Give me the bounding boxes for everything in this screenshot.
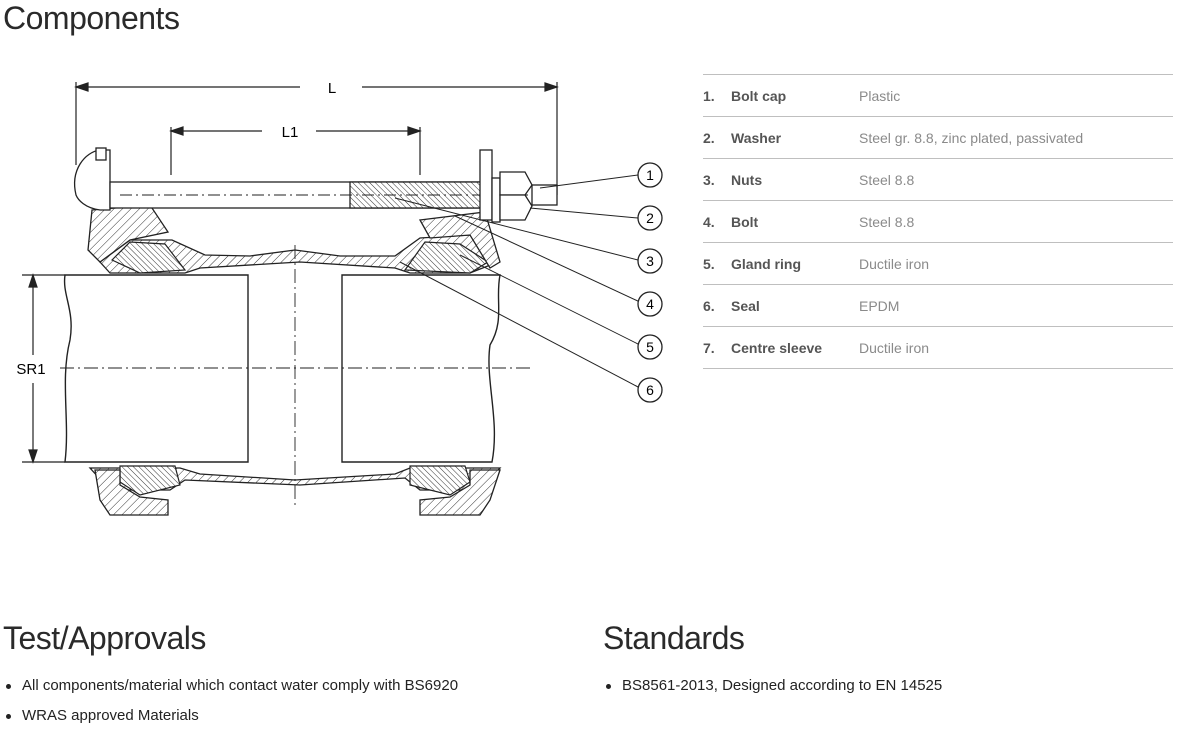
component-name: Bolt cap: [731, 87, 787, 104]
component-name: Seal: [731, 297, 760, 314]
seal-left-top: [110, 241, 187, 274]
svg-text:1: 1: [646, 167, 654, 183]
svg-text:3: 3: [646, 253, 654, 269]
callout-5: 5: [637, 334, 663, 360]
coupling-technical-drawing: L L1 SR1: [16, 80, 663, 516]
standards-list: BS8561-2013, Designed according to EN 14…: [603, 677, 942, 707]
gland-ring-right-bottom: [419, 469, 501, 516]
list-item: WRAS approved Materials: [3, 707, 458, 737]
list-item: BS8561-2013, Designed according to EN 14…: [603, 677, 942, 707]
callout-1: 1: [637, 162, 663, 188]
component-row: 7. Centre sleeve Ductile iron: [703, 326, 1173, 369]
callout-leaders: [394, 174, 641, 389]
svg-text:2: 2: [646, 210, 654, 226]
label-SR1: SR1: [16, 361, 45, 378]
component-row: 5. Gland ring Ductile iron: [703, 242, 1173, 284]
list-item: All components/material which contact wa…: [3, 677, 458, 707]
component-number: 4.: [703, 213, 715, 230]
component-row: 4. Bolt Steel 8.8: [703, 200, 1173, 242]
component-number: 1.: [703, 87, 715, 104]
label-L1: L1: [282, 124, 299, 141]
callout-4: 4: [637, 291, 663, 317]
component-material: EPDM: [859, 297, 900, 314]
component-name: Gland ring: [731, 255, 801, 272]
callout-2: 2: [637, 205, 663, 231]
component-name: Bolt: [731, 213, 759, 230]
svg-text:5: 5: [646, 339, 654, 355]
pipe-right: [341, 274, 501, 463]
components-heading: Components: [3, 0, 180, 36]
seal-right-bottom: [409, 465, 471, 496]
seal-right-top: [403, 241, 490, 274]
component-row: 2. Washer Steel gr. 8.8, zinc plated, pa…: [703, 116, 1173, 158]
callout-3: 3: [637, 248, 663, 274]
standards-heading: Standards: [603, 620, 745, 656]
component-material: Ductile iron: [859, 339, 930, 356]
component-row: 3. Nuts Steel 8.8: [703, 158, 1173, 200]
gland-ring-left-bottom: [94, 469, 169, 516]
component-name: Centre sleeve: [731, 339, 823, 356]
components-table: 1. Bolt cap Plastic 2. Washer Steel gr. …: [703, 74, 1173, 369]
component-number: 3.: [703, 171, 715, 188]
component-material: Plastic: [859, 87, 901, 104]
component-name: Nuts: [731, 171, 763, 188]
dimension-L1: [169, 126, 422, 175]
svg-text:6: 6: [646, 382, 654, 398]
component-material: Steel 8.8: [859, 171, 915, 188]
test-approvals-list: All components/material which contact wa…: [3, 677, 458, 737]
pipe-left: [63, 274, 249, 463]
component-material: Steel 8.8: [859, 213, 915, 230]
bolt: [74, 147, 560, 223]
dimension-SR1: [22, 273, 65, 464]
component-row: 6. Seal EPDM: [703, 284, 1173, 326]
component-material: Ductile iron: [859, 255, 930, 272]
component-name: Washer: [731, 129, 782, 146]
centre-lines: [60, 245, 530, 505]
component-number: 2.: [703, 129, 715, 146]
dimension-L: [74, 82, 559, 195]
component-material: Steel gr. 8.8, zinc plated, passivated: [859, 129, 1084, 146]
callout-6: 6: [637, 377, 663, 403]
label-L: L: [328, 80, 336, 97]
component-number: 7.: [703, 339, 715, 356]
test-approvals-heading: Test/Approvals: [3, 620, 206, 656]
component-number: 5.: [703, 255, 715, 272]
component-row: 1. Bolt cap Plastic: [703, 74, 1173, 116]
svg-text:4: 4: [646, 296, 654, 312]
component-number: 6.: [703, 297, 715, 314]
